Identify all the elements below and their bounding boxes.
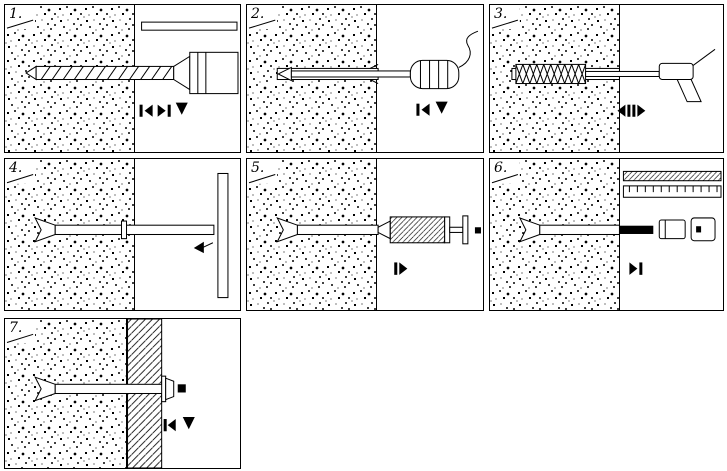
step-panel-5: 5. (246, 158, 484, 311)
step-panel-1: 1. (4, 4, 241, 153)
plunger-rod (449, 226, 464, 233)
threaded-stud (619, 225, 654, 234)
pump-bulb (409, 59, 460, 90)
depth-gauge (141, 21, 238, 31)
step-number: 7. (9, 320, 23, 336)
step-number: 1. (9, 6, 23, 22)
step-panel-4: 4. (4, 158, 241, 311)
step-4-illustration (5, 159, 229, 299)
hammer-motion-icon (163, 416, 195, 432)
injection-cartridge (389, 216, 446, 244)
measuring-scale (622, 185, 722, 198)
corner-patch (247, 5, 278, 30)
nut (177, 384, 186, 393)
step-number: 4. (9, 160, 23, 176)
fixture-plate (217, 172, 229, 299)
step-1-illustration (5, 5, 239, 117)
anchor-flange (276, 217, 298, 243)
push-motion-icon (394, 262, 408, 275)
step-2-illustration (247, 5, 479, 116)
corner-patch (5, 5, 36, 30)
hammer-motion-icon (416, 101, 448, 116)
handle-grip (676, 79, 702, 103)
step-number: 6. (494, 160, 508, 176)
step-3-illustration (490, 5, 716, 117)
anchor-sleeve (54, 224, 215, 236)
drill-chuck (189, 51, 239, 95)
corner-patch (5, 319, 36, 344)
pump-tube (290, 70, 411, 78)
plunger-handle (462, 215, 469, 245)
anchor-flange (34, 376, 56, 402)
corner-patch (490, 5, 520, 30)
sleeve-collar (120, 220, 128, 240)
cartridge-cap (444, 216, 451, 244)
setting-tool (690, 217, 716, 242)
anchor-flange (518, 217, 541, 243)
anchor-head (165, 377, 175, 401)
brush-rod (585, 70, 660, 77)
in-out-motion-icon (617, 104, 646, 117)
hatched-strip (622, 170, 722, 182)
brush-handle (658, 62, 694, 81)
anchor-sleeve (296, 224, 379, 236)
push-arrow-icon (193, 241, 214, 254)
drill-tip (25, 65, 37, 81)
corner-patch (490, 159, 520, 184)
loose-tip (474, 227, 481, 234)
hammer-drill-motion-icon (139, 102, 188, 117)
washer (161, 375, 167, 403)
anchor-flange (34, 217, 56, 243)
corner-patch (247, 159, 278, 184)
step-5-illustration (247, 159, 481, 275)
corner-patch (5, 159, 36, 184)
hammer-motion-icon (629, 262, 643, 275)
step-panel-6: 6. (489, 158, 724, 311)
tool-socket (696, 226, 702, 233)
step-number: 2. (251, 6, 265, 22)
anchor-sleeve (539, 224, 620, 236)
step-panel-2: 2. (246, 4, 484, 153)
step-panel-7: 7. (4, 318, 241, 469)
pump-hose (458, 30, 479, 68)
step-panel-3: 3. (489, 4, 724, 153)
step-6-illustration (490, 159, 722, 275)
anchor-sleeve (54, 383, 167, 395)
chuck-taper (173, 55, 191, 91)
setting-sleeve (658, 219, 686, 240)
step-7-illustration (5, 319, 195, 468)
cartridge-nozzle (377, 220, 391, 240)
step-number: 3. (494, 6, 508, 22)
step-number: 5. (251, 160, 265, 176)
